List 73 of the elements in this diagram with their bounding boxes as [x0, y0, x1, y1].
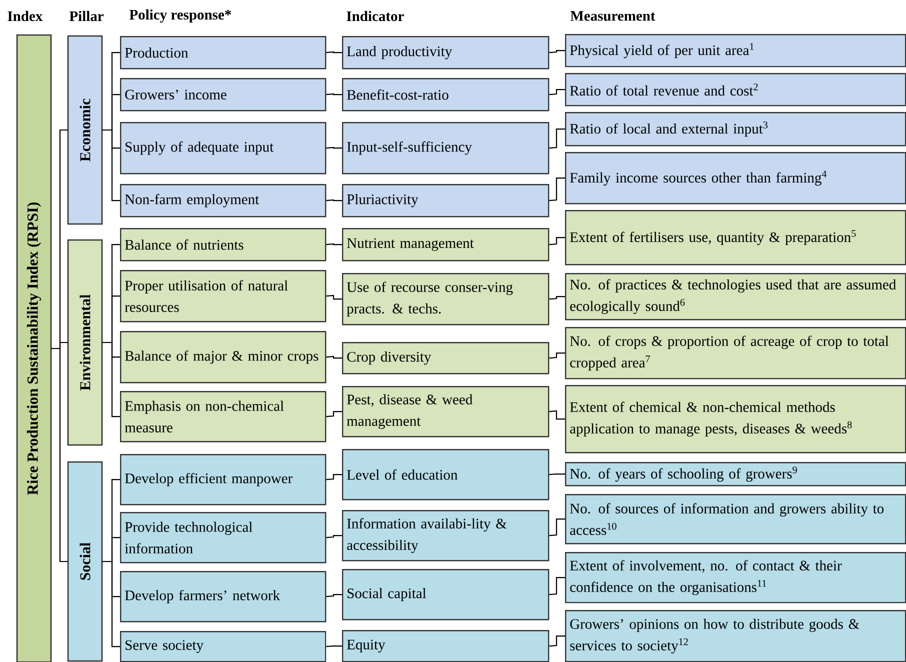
indicator-box: Equity [342, 630, 550, 662]
measurement-box: Physical yield of per unit area$^{1}$ [565, 34, 906, 68]
connector-line [549, 296, 565, 300]
index-box: Rice Production Sustainability Index (RPSI) [16, 34, 52, 662]
column-header: Pillar [69, 10, 104, 22]
connector-line [326, 243, 342, 246]
measurement-box: Extent of chemical & non-chemical methods application to manage pests, diseases & weeds$^{8}$ [565, 385, 906, 454]
connector-line [549, 518, 565, 536]
connector-line [102, 342, 120, 418]
indicator-box: Land productivity [342, 36, 550, 70]
connector-line [102, 129, 120, 202]
indicator-box: Nutrient management [342, 228, 550, 262]
connector-line [326, 594, 342, 598]
indicator-box: Pluriactivity [342, 184, 550, 218]
connector-line [549, 237, 565, 246]
connector-line [51, 348, 68, 562]
indicator-box: Use of recourse conser-ving practs. & techs. [342, 273, 550, 326]
measurement-box: No. of sources of information and growers ability to access$^{10}$ [565, 494, 906, 544]
column-header: Measurement [570, 11, 656, 21]
measurement-box: No. of years of schooling of growers$^{9}$ [565, 462, 906, 486]
measurement-box: No. of crops & proportion of acreage of crop to total cropped area$^{7}$ [565, 327, 906, 380]
connector-line [549, 128, 565, 149]
connector-line [549, 178, 565, 202]
connector-line [326, 146, 342, 149]
indicator-box: Social capital [342, 569, 550, 620]
indicator-box: Input-self-sufficiency [342, 122, 550, 174]
indicator-box: Level of education [342, 449, 550, 500]
connector-line [549, 577, 565, 596]
measurement-box: Growers’ opinions on how to distribute goods & services to society$^{12}$ [565, 610, 906, 662]
policy-box: Non-farm employment [120, 184, 326, 218]
policy-box: Supply of adequate input [120, 122, 326, 174]
connector-line [549, 410, 565, 420]
column-header: Indicator [346, 10, 404, 22]
connector-line [326, 199, 342, 202]
connector-line [549, 636, 565, 647]
measurement-box: No. of practices & technologies used that are assumed ecologically sound$^{6}$ [565, 273, 906, 320]
connector-line [326, 93, 342, 96]
connector-line [326, 356, 342, 359]
connector-line [549, 352, 565, 359]
connector-line [326, 294, 342, 300]
pillar-box: Social [67, 461, 103, 662]
policy-box: Growers’ income [120, 78, 326, 112]
indicator-box: Information availabi-lity & accessibility [342, 510, 550, 562]
connector-line [549, 50, 565, 54]
connector-line [326, 535, 342, 538]
connector-line [326, 51, 342, 54]
measurement-box: Ratio of total revenue and cost$^{2}$ [565, 73, 906, 106]
policy-box: Balance of nutrients [120, 228, 326, 262]
policy-box: Serve society [120, 631, 326, 662]
indicator-box: Crop diversity [342, 342, 550, 374]
connector-line [549, 473, 565, 476]
connector-line [549, 89, 565, 96]
policy-box: Emphasis on non-chemical measure [120, 391, 326, 442]
column-header: Policy response* [129, 9, 232, 23]
measurement-box: Extent of fertilisers use, quantity & preparation$^{5}$ [565, 210, 906, 266]
policy-box: Provide technological information [120, 512, 326, 564]
pillar-box: Environmental [67, 239, 103, 446]
indicator-box: Benefit-cost-ratio [342, 78, 550, 112]
policy-box: Develop efficient manpower [120, 454, 326, 506]
indicator-box: Pest, disease & weed management [342, 386, 550, 438]
policy-box: Proper utilisation of natural resources [120, 270, 326, 322]
policy-box: Production [120, 36, 326, 70]
pillar-box: Economic [67, 35, 103, 225]
policy-box: Balance of major & minor crops [120, 331, 326, 384]
column-header: Index [8, 10, 43, 22]
policy-box: Develop farmers’ network [120, 571, 326, 622]
connector-line [326, 411, 342, 418]
connector-line [326, 474, 342, 480]
measurement-box: Extent of involvement, no. of contact & their confidence on the organisations$^{11}$ [565, 552, 906, 604]
measurement-box: Family income sources other than farming$^{4}$ [565, 152, 906, 204]
connector-line [102, 560, 120, 648]
connector-line [326, 645, 342, 648]
measurement-box: Ratio of local and external input$^{3}$ [565, 112, 906, 146]
